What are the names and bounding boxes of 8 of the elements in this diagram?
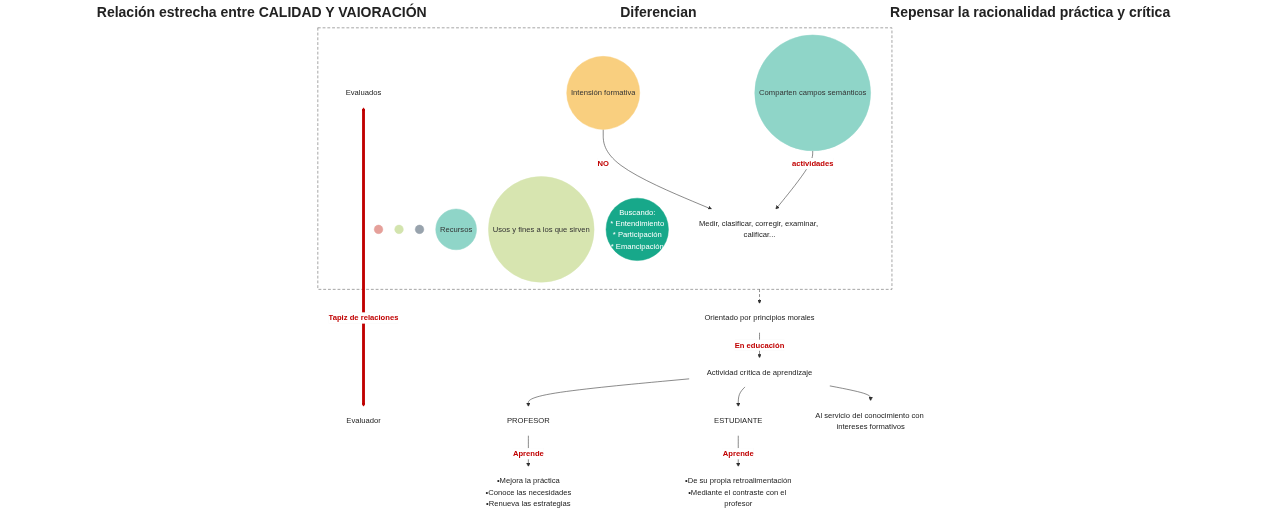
section-caption: Relación estrecha entre CALIDAD Y VAIORACIÓN	[96, 4, 427, 20]
node-circle	[394, 224, 404, 234]
node-circle	[373, 224, 383, 234]
node-circle	[414, 224, 424, 234]
section-caption: Diferencian	[620, 4, 697, 20]
cluster	[317, 27, 892, 290]
section-caption: Repensar la racionalidad práctica y crítica	[890, 4, 1171, 20]
arrow	[361, 107, 366, 407]
